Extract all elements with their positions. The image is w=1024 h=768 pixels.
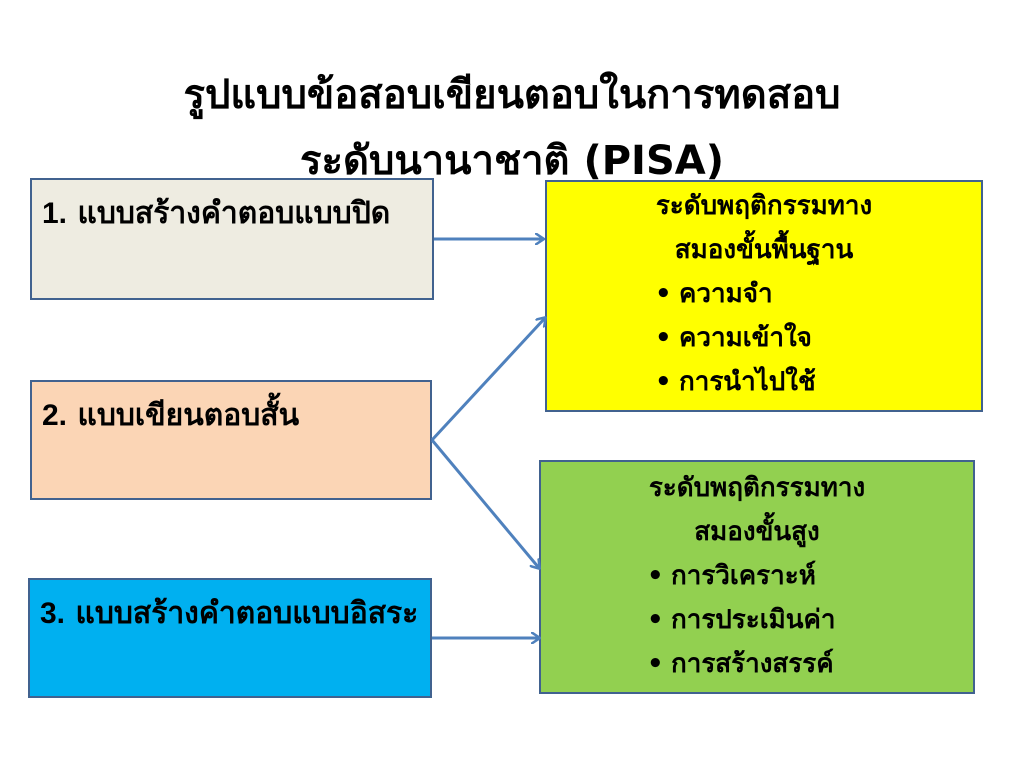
bullet-icon: • — [647, 649, 664, 679]
box-heading-line-1: ระดับพฤติกรรมทาง — [648, 473, 866, 503]
box-label: แบบสร้างคำตอบแบบอิสระ — [75, 596, 419, 631]
list-item: •ความเข้าใจ — [655, 316, 981, 360]
page-title: รูปแบบข้อสอบเขียนตอบในการทดสอบ ระดับนานา… — [0, 62, 1024, 194]
bullet-icon: • — [647, 605, 664, 635]
arrow-box2-to-higher — [430, 439, 539, 568]
higher-cognitive-level-box: ระดับพฤติกรรมทาง สมองขั้นสูง •การวิเคราะ… — [539, 460, 975, 694]
title-line-1: รูปแบบข้อสอบเขียนตอบในการทดสอบ — [183, 72, 841, 118]
box-label: แบบสร้างคำตอบแบบปิด — [77, 196, 391, 231]
box-number: 1. — [42, 197, 68, 230]
bullet-list: •ความจำ •ความเข้าใจ •การนำไปใช้ — [547, 272, 981, 404]
bullet-icon: • — [655, 323, 672, 353]
box-heading-line-2: สมองขั้นสูง — [694, 517, 820, 547]
bullet-list: •การวิเคราะห์ •การประเมินค่า •การสร้างสร… — [541, 554, 973, 686]
box-label: แบบเขียนตอบสั้น — [77, 398, 300, 433]
arrow-box2-to-basic — [430, 318, 545, 442]
bullet-icon: • — [655, 367, 672, 397]
box-number: 2. — [42, 399, 68, 432]
box-number: 3. — [40, 597, 66, 630]
basic-cognitive-level-box: ระดับพฤติกรรมทาง สมองขั้นพื้นฐาน •ความจำ… — [545, 180, 983, 412]
list-item: •การนำไปใช้ — [655, 360, 981, 404]
list-item: •การสร้างสรรค์ — [647, 642, 973, 686]
short-response-box: 2. แบบเขียนตอบสั้น — [30, 380, 432, 500]
bullet-icon: • — [647, 561, 664, 591]
closed-constructed-response-box: 1. แบบสร้างคำตอบแบบปิด — [30, 178, 434, 300]
list-item: •การประเมินค่า — [647, 598, 973, 642]
box-heading-line-2: สมองขั้นพื้นฐาน — [674, 235, 854, 265]
list-item: •ความจำ — [655, 272, 981, 316]
title-line-2: ระดับนานาชาติ (PISA) — [300, 138, 724, 184]
bullet-icon: • — [655, 279, 672, 309]
open-constructed-response-box: 3. แบบสร้างคำตอบแบบอิสระ — [28, 578, 432, 698]
box-heading-line-1: ระดับพฤติกรรมทาง — [655, 191, 873, 221]
list-item: •การวิเคราะห์ — [647, 554, 973, 598]
